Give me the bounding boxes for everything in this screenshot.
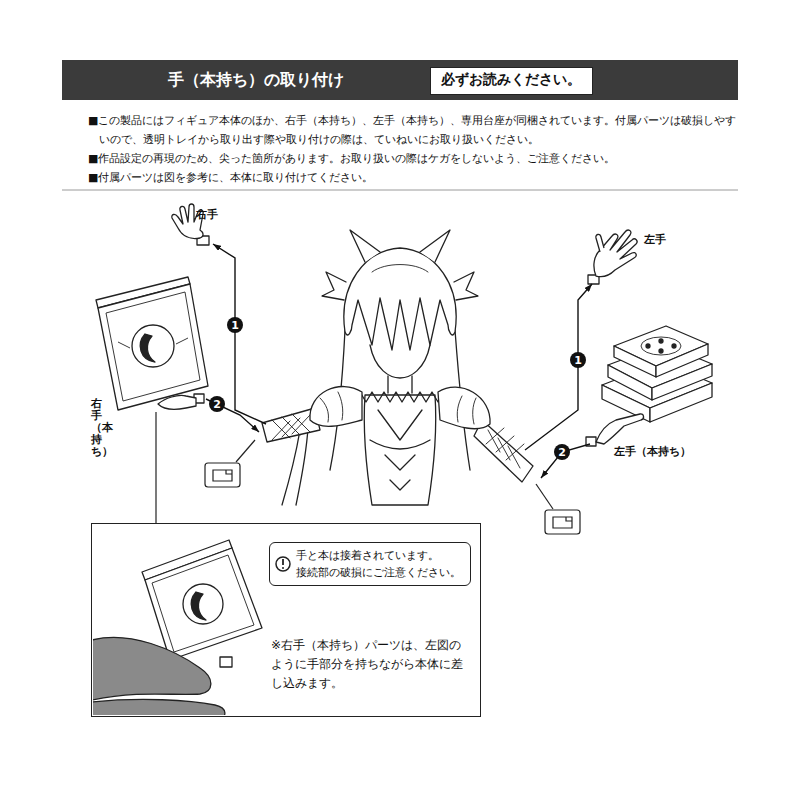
step-arrow (541, 444, 590, 478)
hair (344, 248, 456, 350)
ear-wing (454, 272, 478, 300)
step-arrow (206, 399, 259, 432)
face (370, 345, 430, 378)
inset-panel: ※右手（本持ち）パーツは、左図のように手部分を持ちながら本体に差し込みます。 手と… (91, 523, 481, 717)
sleeve-fold (457, 396, 476, 424)
notice-text: 必ずお読みください。 (441, 68, 581, 91)
horn (350, 230, 380, 262)
held-book (96, 277, 208, 410)
book-cover (145, 548, 262, 660)
torso (364, 395, 436, 505)
callout-number: 1 (570, 352, 586, 368)
note-bullet: ■作品設定の再現のため、尖った箇所があります。お取り扱いの際はケガをしないよう、… (88, 149, 744, 168)
warning-icon (282, 567, 284, 569)
socket-box (205, 463, 240, 487)
callout-text: 2 (558, 447, 566, 458)
emblem (183, 584, 223, 624)
note-bullet: ■この製品にはフィギュア本体のほか、右手（本持ち）、左手（本持ち）、専用台座が同… (88, 111, 744, 149)
emblem-moon (191, 592, 206, 620)
part-name: 右手 (196, 207, 218, 222)
emblem-dot (659, 349, 663, 353)
emblem (132, 325, 174, 367)
note-text: ※右手（本持ち）パーツは、左図のように手部分を持ちながら本体に差し込みます。 (271, 636, 471, 693)
sleeve-fold (320, 392, 343, 422)
socket-callout (205, 440, 580, 534)
step-arrow (206, 244, 592, 478)
emblem-dot (672, 344, 676, 348)
finger (93, 637, 211, 700)
emblem (641, 337, 681, 355)
callout-number: 2 (554, 444, 570, 460)
warning-box: 手と本は接着されています。接続部の破損にご注意ください。 (269, 542, 471, 586)
sleeve-lace (486, 428, 524, 468)
title-band: 手（本持ち）の取り付け 必ずお読みください。 (62, 60, 738, 100)
callout-text: 1 (574, 355, 582, 366)
callout-text: 2 (213, 399, 221, 410)
ribbon (282, 430, 300, 505)
socket-symbol (213, 470, 232, 481)
hand (158, 395, 196, 409)
part-name: 左手（本持ち） (614, 444, 691, 459)
horn (420, 230, 450, 262)
emblem-dot (646, 344, 650, 348)
callout-number: 1 (227, 317, 243, 333)
cover-border (106, 292, 200, 401)
socket-box (545, 510, 580, 534)
hand-peg (220, 657, 232, 667)
title-text: 手（本持ち）の取り付け (168, 60, 344, 100)
callout-text: 1 (231, 320, 239, 331)
warning-text: 手と本は接着されています。 (296, 547, 439, 564)
leader-line (536, 484, 553, 509)
finger (93, 699, 225, 715)
socket-symbol (553, 517, 572, 528)
hand (596, 414, 644, 444)
emblem-dot (659, 339, 663, 343)
warning-text: 接続部の破損にご注意ください。 (296, 564, 461, 581)
separator-line (62, 190, 738, 191)
collar-frill (360, 392, 442, 402)
left-sleeve (310, 387, 362, 427)
ribbon (296, 428, 308, 505)
emblem-moon (140, 334, 155, 362)
notice-box: 必ずお読みください。 (430, 67, 593, 95)
warning-icon (276, 557, 290, 571)
chest-strap (370, 440, 430, 449)
book-stack (586, 326, 712, 446)
inset-illustration (93, 540, 262, 715)
emblem-wing (118, 338, 188, 348)
hand (594, 230, 637, 277)
thumb (596, 234, 604, 252)
figure (262, 230, 533, 505)
part-name: 左手 (644, 232, 666, 247)
cover-border (152, 555, 254, 652)
warning-icon (282, 559, 284, 565)
book (656, 344, 708, 377)
warning-icon (276, 557, 290, 571)
ear-wing (322, 272, 346, 300)
right-forearm (474, 420, 533, 482)
bodice (378, 410, 422, 440)
left-hand (588, 230, 637, 284)
lace (385, 455, 415, 490)
part-name: 右手（本持ち） (91, 398, 102, 458)
right-sleeve (438, 387, 490, 429)
hair-line (372, 265, 428, 273)
book-cover (98, 284, 208, 410)
leader-line (236, 440, 255, 462)
step-arrow (525, 284, 592, 450)
book (614, 346, 656, 377)
sleeve-lace (272, 414, 310, 440)
note-bullet: ■付属パーツは図を参考に、本体に取り付けてください。 (88, 168, 744, 187)
callout-number: 2 (209, 396, 225, 412)
inset-leader (155, 412, 156, 523)
